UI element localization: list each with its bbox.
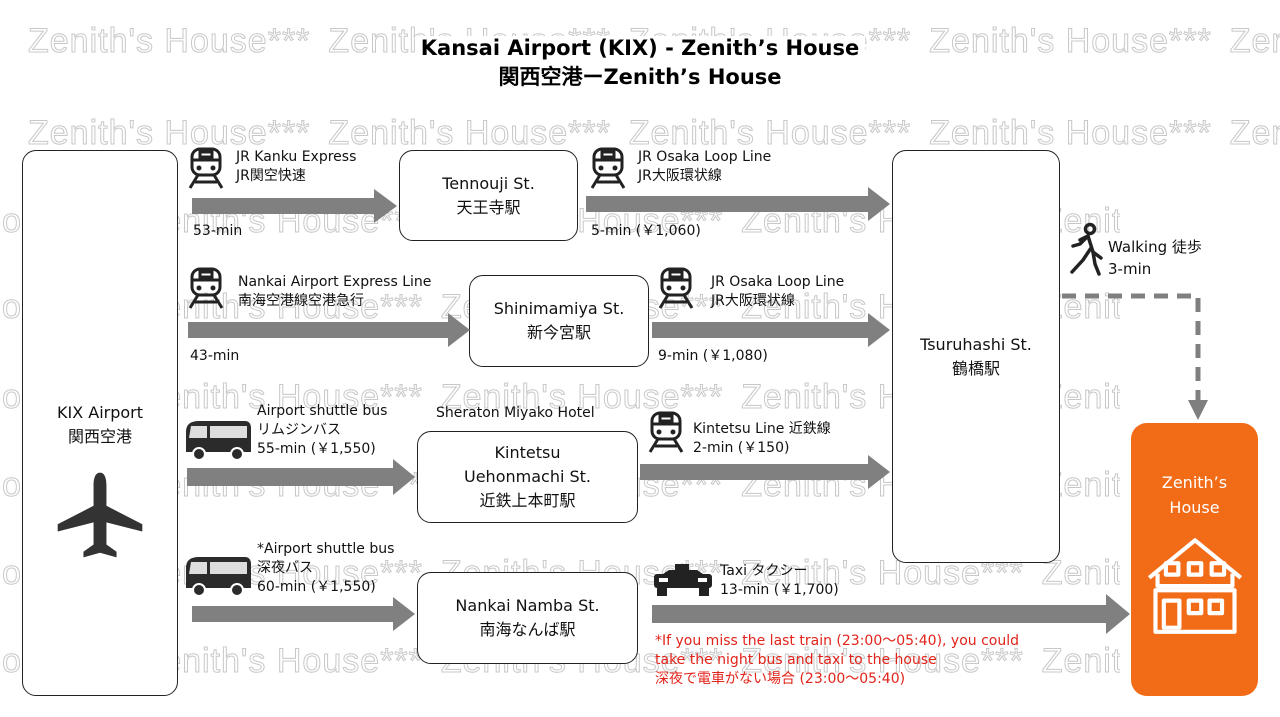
tsuruhashi-station-box: Tsuruhashi St. 鶴橋駅 (892, 150, 1060, 563)
arrow-kix-namba (192, 597, 415, 631)
airplane-icon (57, 472, 143, 558)
uehonmachi-station-box: Kintetsu Uehonmachi St. 近鉄上本町駅 (417, 431, 638, 523)
station-name: Nankai Namba St. (455, 596, 600, 615)
walking-arrowhead (1188, 400, 1208, 420)
line-name: Taxi タクシー (720, 563, 808, 579)
train-icon (188, 267, 224, 309)
zenith-house-box: Zenith’s House (1131, 423, 1258, 696)
note-line: 深夜で電車がない場合 (23:00～05:40) (655, 671, 906, 687)
namba-station-box: Nankai Namba St. 南海なんば駅 (417, 572, 638, 664)
walking-icon (1070, 222, 1103, 276)
line-name-ja: リムジンバス (257, 422, 341, 438)
kix-airport-label-ja: 関西空港 (67, 427, 132, 446)
station-name: Kintetsu (494, 443, 561, 462)
arrow-uehonmachi-tsuruhashi (640, 455, 890, 489)
route-time: 3-min (1108, 260, 1152, 278)
station-name-ja: 近鉄上本町駅 (479, 491, 576, 510)
station-name: Tennouji St. (442, 173, 535, 193)
route-time: 9-min (￥1,080) (658, 348, 768, 364)
bus-icon (186, 421, 251, 461)
route-walking-label: Walking 徒歩 3-min (1108, 236, 1202, 280)
station-name-ja: 鶴橋駅 (951, 358, 1000, 378)
arrow-kix-tennouji (192, 189, 397, 223)
line-name-ja: JR関空快速 (236, 168, 306, 184)
shinimamiya-station-box: Shinimamiya St. 新今宮駅 (469, 275, 649, 367)
train-icon (648, 411, 684, 453)
line-name: Nankai Airport Express Line (238, 274, 432, 290)
route-limousine-bus-label: Airport shuttle bus リムジンバス 55-min (￥1,55… (257, 402, 387, 459)
kix-airport-label: KIX Airport (56, 403, 144, 422)
line-name-ja: 南海空港線空港急行 (238, 293, 364, 309)
route-night-bus-label: *Airport shuttle bus 深夜バス 60-min (￥1,550… (257, 540, 394, 597)
station-name-ja: 天王寺駅 (456, 197, 521, 217)
page-title: Kansai Airport (KIX) - Zenith’s House 関西… (0, 34, 1280, 92)
line-name: JR Osaka Loop Line (711, 274, 845, 290)
destination-label: Zenith’s (1161, 473, 1228, 492)
tennouji-station-box: Tennouji St. 天王寺駅 (399, 150, 578, 241)
arrow-kix-shinimamiya (188, 313, 470, 347)
line-name: Kintetsu Line 近鉄線 (693, 421, 831, 437)
station-name: Tsuruhashi St. (920, 334, 1032, 354)
train-icon (188, 147, 224, 189)
taxi-icon (654, 564, 712, 596)
route-loop-line-1-label: JR Osaka Loop Line JR大阪環状線 (638, 148, 771, 186)
sheraton-hotel-caption: Sheraton Miyako Hotel (436, 405, 595, 421)
bus-icon (186, 557, 251, 597)
house-icon (1147, 538, 1242, 634)
kix-airport-box: KIX Airport 関西空港 (22, 150, 178, 696)
route-loop-line-2-label: JR Osaka Loop Line JR大阪環状線 (711, 273, 844, 311)
train-icon (658, 267, 694, 309)
late-night-note: *If you miss the last train (23:00～05:40… (655, 632, 1019, 689)
route-time: 55-min (￥1,550) (257, 441, 376, 457)
line-name: Airport shuttle bus (257, 403, 388, 419)
route-time: 53-min (193, 223, 243, 239)
route-nankai-express-label: Nankai Airport Express Line 南海空港線空港急行 (238, 273, 431, 311)
walking-route-dashed (1062, 293, 1201, 402)
line-name-ja: JR大阪環状線 (638, 168, 722, 184)
line-name: *Airport shuttle bus (257, 541, 395, 557)
route-time: 13-min (￥1,700) (720, 582, 839, 598)
route-kintetsu-line-label: Kintetsu Line 近鉄線 2-min (￥150) (693, 420, 831, 458)
note-line: take the night bus and taxi to the house (655, 652, 937, 668)
arrow-kix-uehonmachi (187, 459, 415, 495)
note-line: *If you miss the last train (23:00～05:40… (655, 633, 1020, 649)
arrow-tennouji-tsuruhashi (586, 187, 890, 221)
station-name: Uehonmachi St. (464, 467, 591, 486)
station-name: Shinimamiya St. (493, 299, 625, 318)
destination-label: House (1169, 498, 1220, 517)
route-time: 2-min (￥150) (693, 440, 790, 456)
route-time: 60-min (￥1,550) (257, 579, 376, 595)
line-name: JR Kanku Express (236, 149, 357, 165)
arrow-shinimamiya-tsuruhashi (652, 313, 890, 347)
route-time: 5-min (￥1,060) (591, 223, 701, 239)
line-name-ja: 深夜バス (257, 560, 313, 576)
line-name-ja: JR大阪環状線 (711, 293, 795, 309)
route-kanku-express-label: JR Kanku Express JR関空快速 (236, 148, 356, 186)
line-name: JR Osaka Loop Line (638, 149, 772, 165)
station-name-ja: 新今宮駅 (526, 323, 591, 342)
route-time: 43-min (190, 348, 240, 364)
train-icon (590, 147, 626, 189)
title-line-en: Kansai Airport (KIX) - Zenith’s House (414, 36, 866, 60)
title-line-ja: 関西空港ーZenith’s House (492, 65, 788, 89)
arrow-namba-zenith (652, 594, 1130, 634)
route-taxi-label: Taxi タクシー 13-min (￥1,700) (720, 562, 839, 600)
line-name: Walking 徒歩 (1108, 238, 1202, 256)
station-name-ja: 南海なんば駅 (479, 620, 576, 639)
